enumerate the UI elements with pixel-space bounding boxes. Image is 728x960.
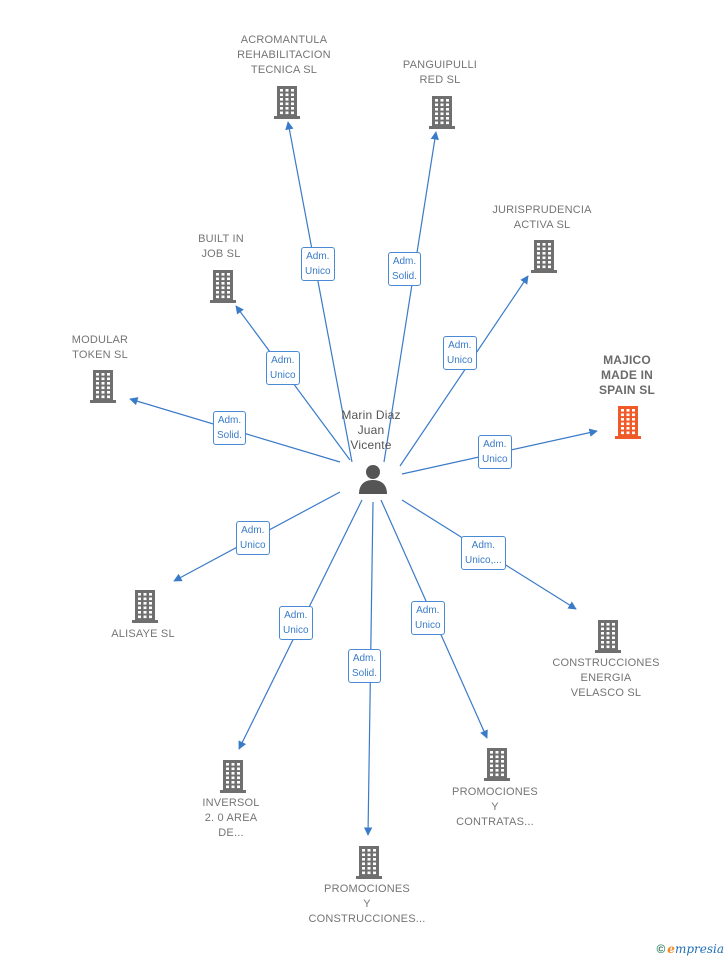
company-label-acromantula[interactable]: ACROMANTULA REHABILITACION TECNICA SL	[237, 34, 331, 76]
relation-badge-acromantula: Adm. Unico	[301, 247, 335, 281]
company-label-jurisprudencia[interactable]: JURISPRUDENCIA ACTIVA SL	[492, 204, 592, 231]
building-icon[interactable]	[270, 84, 304, 120]
company-label-panguipulli[interactable]: PANGUIPULLI RED SL	[402, 59, 478, 86]
brand-initial: e	[667, 942, 675, 956]
company-label-promociones-contratas[interactable]: PROMOCIONES Y CONTRATAS...	[452, 786, 538, 828]
relation-badge-panguipulli: Adm. Solid.	[388, 252, 422, 286]
company-label-majico[interactable]: MAJICO MADE IN SPAIN SL	[598, 353, 656, 397]
edge-jurisprudencia	[399, 275, 529, 467]
edge-acromantula	[285, 121, 353, 463]
relation-badge-promociones-contratas: Adm. Unico	[411, 601, 445, 635]
brand-name: mpresia	[674, 942, 724, 956]
building-icon[interactable]	[206, 268, 240, 304]
relation-badge-jurisprudencia: Adm. Unico	[443, 336, 477, 370]
building-icon[interactable]	[591, 618, 625, 654]
building-icon[interactable]	[611, 404, 645, 440]
building-icon[interactable]	[128, 588, 162, 624]
edge-panguipulli	[383, 131, 439, 463]
company-label-construcciones-energia[interactable]: CONSTRUCCIONES ENERGIA VELASCO SL	[552, 657, 660, 699]
company-label-inversol[interactable]: INVERSOL 2. 0 AREA DE...	[202, 797, 260, 839]
person-icon[interactable]	[358, 463, 388, 495]
company-label-promociones-construcciones[interactable]: PROMOCIONES Y CONSTRUCCIONES...	[308, 883, 426, 925]
company-label-built-in-job[interactable]: BUILT IN JOB SL	[198, 233, 244, 260]
building-icon[interactable]	[527, 238, 561, 274]
empresia-watermark: ©empresia	[656, 942, 724, 956]
building-icon[interactable]	[425, 94, 459, 130]
building-icon[interactable]	[216, 758, 250, 794]
relation-badge-promociones-construcciones: Adm. Solid.	[348, 649, 382, 683]
relation-badge-majico: Adm. Unico	[478, 435, 512, 469]
relation-badge-inversol: Adm. Unico	[279, 606, 313, 640]
company-label-alisaye[interactable]: ALISAYE SL	[111, 628, 175, 640]
company-label-modular-token[interactable]: MODULAR TOKEN SL	[71, 334, 129, 361]
relation-badge-alisaye: Adm. Unico	[236, 521, 270, 555]
building-icon[interactable]	[352, 844, 386, 880]
center-person-label: Marin Diaz Juan Vicente	[341, 408, 401, 452]
building-icon[interactable]	[86, 368, 120, 404]
relation-badge-built-in-job: Adm. Unico	[266, 351, 300, 385]
copyright-symbol: ©	[656, 942, 666, 956]
building-icon[interactable]	[480, 746, 514, 782]
relation-badge-modular-token: Adm. Solid.	[213, 411, 247, 445]
relation-badge-construcciones-energia: Adm. Unico,...	[461, 536, 506, 570]
